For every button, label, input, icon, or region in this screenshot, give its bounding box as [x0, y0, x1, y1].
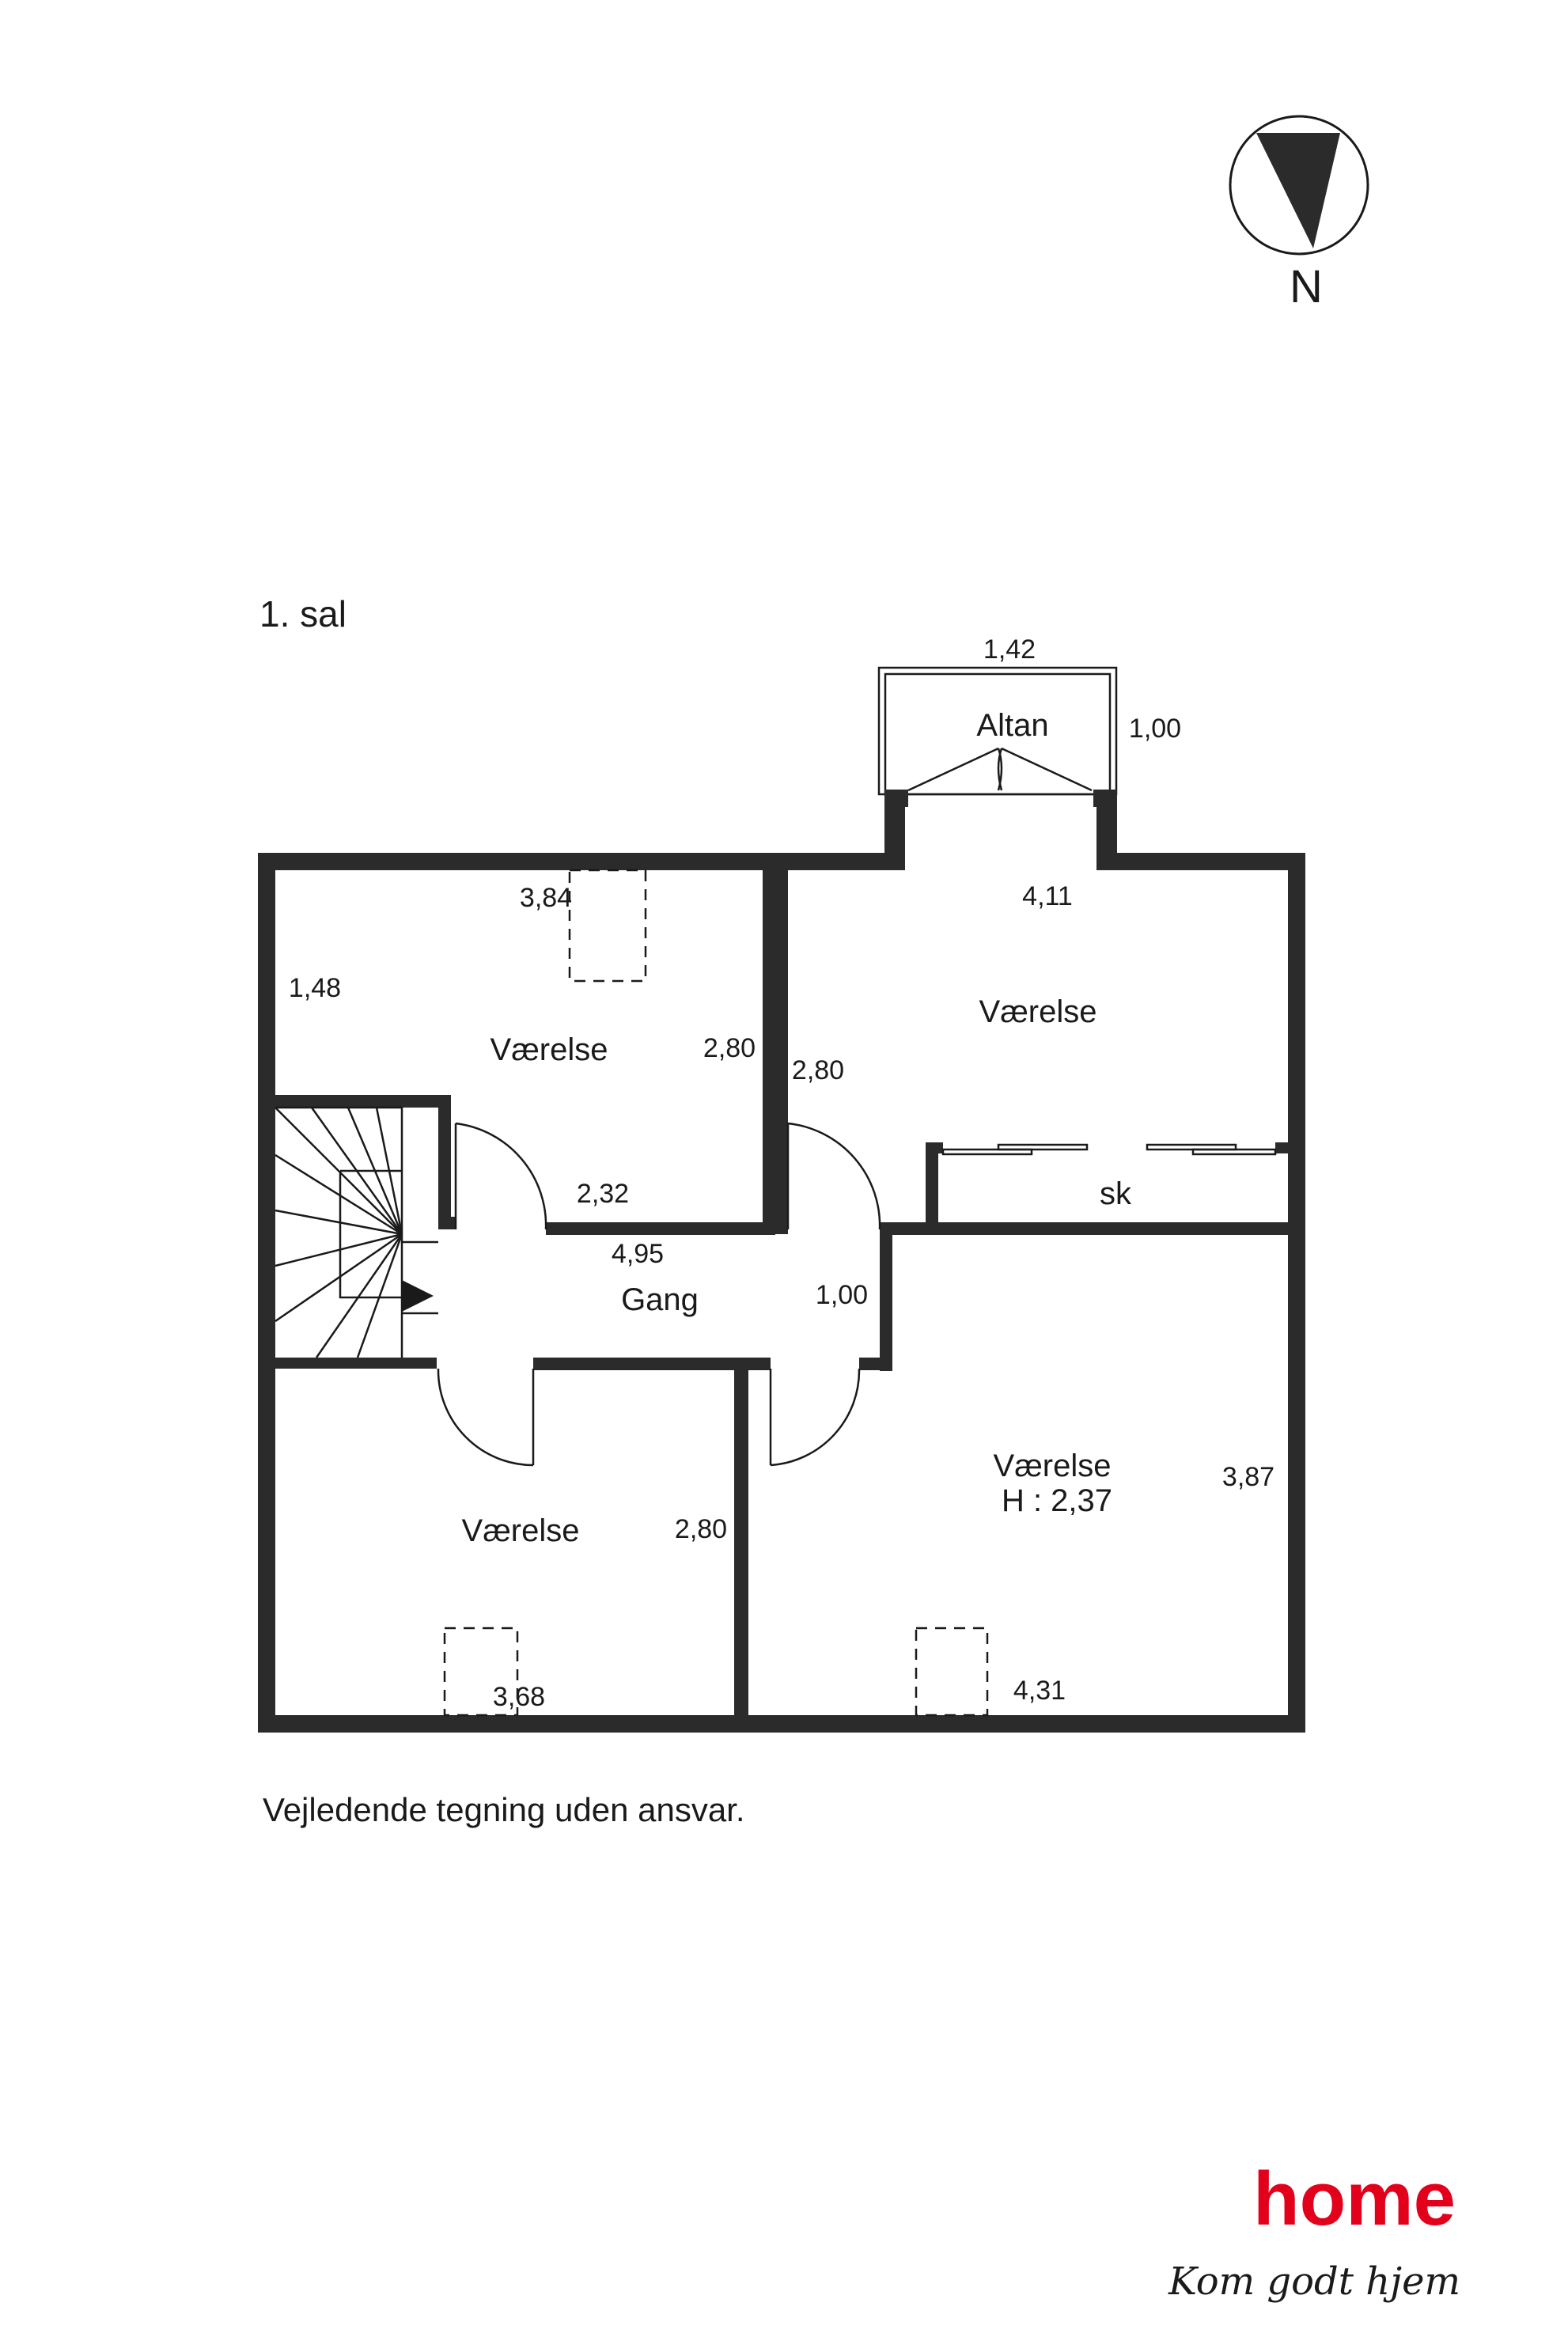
staircase	[275, 1106, 438, 1358]
dim-ne-height: 2,80	[792, 1055, 844, 1085]
dim-nw-bottom: 2,32	[577, 1179, 629, 1209]
doors	[437, 1122, 881, 1467]
dim-nw-depth: 1,48	[289, 973, 341, 1003]
dim-hall-width: 1,00	[816, 1280, 868, 1310]
room-label-hall: Gang	[621, 1282, 699, 1317]
compass-icon	[1229, 115, 1369, 256]
closet-sliding-doors	[941, 1143, 1277, 1156]
room-label-northwest: Værelse	[490, 1032, 608, 1067]
dim-nw-height: 2,80	[703, 1033, 756, 1063]
dim-sw-width: 3,68	[493, 1682, 545, 1712]
room-height-southeast: H : 2,37	[1002, 1483, 1112, 1518]
stair-direction-arrow-icon	[402, 1280, 434, 1312]
dim-se-width: 4,31	[1013, 1676, 1066, 1706]
room-label-southeast: Værelse	[994, 1449, 1112, 1483]
skylights	[443, 869, 989, 1717]
room-label-closet: sk	[1100, 1176, 1132, 1211]
dim-ne-width: 4,11	[1022, 881, 1073, 911]
dim-se-depth: 3,87	[1222, 1462, 1274, 1492]
room-label-northeast: Værelse	[979, 994, 1097, 1029]
room-label-altan: Altan	[976, 708, 1048, 743]
dim-hall-length: 4,95	[612, 1239, 664, 1269]
disclaimer-note: Vejledende tegning uden ansvar.	[263, 1791, 745, 1828]
home-logo: home Kom godt hjem	[1168, 2157, 1460, 2304]
dim-sw-height: 2,80	[675, 1514, 727, 1544]
walls	[258, 790, 1305, 1733]
floor-title: 1. sal	[259, 593, 347, 634]
dim-altan-depth: 1,00	[1129, 714, 1181, 744]
dim-nw-width: 3,84	[520, 883, 572, 913]
logo-brand: home	[1253, 2157, 1456, 2241]
balcony-outline	[877, 666, 1118, 796]
dim-altan-width: 1,42	[983, 634, 1036, 665]
compass-north-label: N	[1290, 261, 1323, 312]
room-label-southwest: Værelse	[462, 1513, 580, 1548]
logo-tagline: Kom godt hjem	[1168, 2259, 1460, 2304]
